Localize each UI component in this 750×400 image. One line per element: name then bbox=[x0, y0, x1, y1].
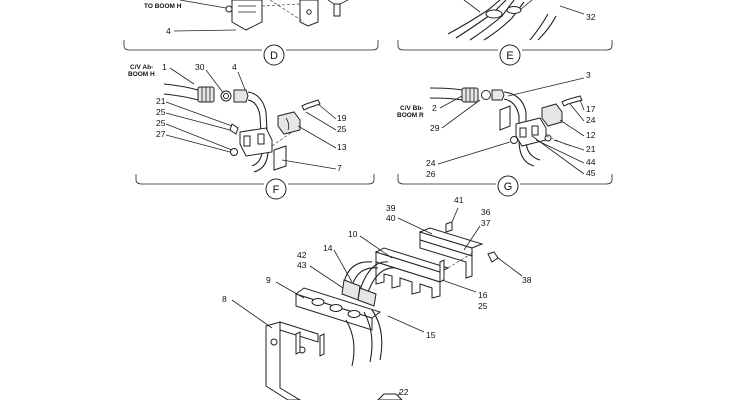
section-letter: F bbox=[273, 184, 280, 196]
caption-to-boom-h: TO BOOM H bbox=[144, 3, 182, 10]
callout-label: 2 bbox=[432, 103, 437, 113]
callout-label: 43 bbox=[297, 260, 307, 270]
callout-label: 4 bbox=[232, 62, 237, 72]
callout-label: 30 bbox=[195, 62, 205, 72]
callout-label: 40 bbox=[386, 213, 396, 223]
callout-label: 25 bbox=[156, 118, 166, 128]
callout-label: 3 bbox=[586, 70, 591, 80]
plate bbox=[499, 105, 511, 131]
caption-cv-ab: C/V Ab- bbox=[130, 64, 153, 71]
bolt bbox=[561, 95, 583, 107]
bottom-bracket bbox=[377, 393, 403, 400]
callout-label: 24 bbox=[586, 115, 596, 125]
callout-label: 16 bbox=[478, 290, 488, 300]
callout-label: 44 bbox=[586, 157, 596, 167]
washer bbox=[225, 5, 233, 13]
callout-label: 19 bbox=[337, 113, 347, 123]
callout-label: 15 bbox=[426, 330, 436, 340]
section-marker-e bbox=[499, 44, 521, 66]
callout-label: 21 bbox=[156, 96, 166, 106]
callout-label: 9 bbox=[266, 275, 271, 285]
callout-label: 39 bbox=[386, 203, 396, 213]
main-assembly: 41 39 40 36 37 38 10 14 42 43 16 25 bbox=[222, 195, 532, 400]
nut bbox=[544, 134, 552, 142]
section-marker-g bbox=[497, 175, 519, 197]
nut bbox=[230, 148, 238, 156]
bolt bbox=[333, 3, 341, 17]
bolt bbox=[229, 123, 239, 135]
callout-label: 25 bbox=[156, 107, 166, 117]
callout-label: 32 bbox=[586, 12, 596, 22]
callout-label: 13 bbox=[337, 142, 347, 152]
caption-boom-r: BOOM R bbox=[397, 112, 424, 119]
screw bbox=[445, 221, 453, 233]
washer bbox=[510, 136, 518, 144]
callout-label: 10 bbox=[348, 229, 358, 239]
plate bbox=[273, 145, 287, 171]
adapter bbox=[233, 89, 249, 103]
callout-label: 36 bbox=[481, 207, 491, 217]
callout-label: 14 bbox=[323, 243, 333, 253]
callout-label: 37 bbox=[481, 218, 491, 228]
callout-label: 22 bbox=[399, 387, 409, 397]
callout-label: 25 bbox=[337, 124, 347, 134]
section-g-detail: C/V Bb- BOOM R 2 29 3 17 24 12 21 bbox=[397, 70, 613, 197]
clamp-half bbox=[541, 103, 563, 127]
adapter bbox=[491, 89, 505, 101]
callout-label: 1 bbox=[162, 62, 167, 72]
callout-label: 29 bbox=[430, 123, 440, 133]
callout-label: 41 bbox=[454, 195, 464, 205]
caption-boom-h: BOOM H bbox=[128, 71, 155, 78]
section-letter: D bbox=[270, 50, 278, 62]
section-marker-d bbox=[263, 44, 285, 66]
callout-label: 24 bbox=[426, 158, 436, 168]
section-e-detail: 32 E bbox=[397, 0, 613, 66]
callout-label: 42 bbox=[297, 250, 307, 260]
section-letter: G bbox=[504, 181, 513, 193]
callout-label: 17 bbox=[586, 104, 596, 114]
o-ring bbox=[481, 90, 491, 100]
caption-cv-bb: C/V Bb- bbox=[400, 105, 423, 112]
fitting bbox=[341, 279, 361, 301]
bolt bbox=[301, 99, 321, 111]
callout-label: 38 bbox=[522, 275, 532, 285]
callout-label: 12 bbox=[586, 130, 596, 140]
callout-label: 25 bbox=[478, 301, 488, 311]
section-marker-f bbox=[265, 178, 287, 200]
bolt bbox=[439, 259, 445, 283]
hose-clamp-block bbox=[231, 0, 263, 31]
section-d-detail: TO BOOM H 4 D bbox=[123, 0, 379, 66]
callout-label: 45 bbox=[586, 168, 596, 178]
callout-label: 27 bbox=[156, 129, 166, 139]
section-letter: E bbox=[506, 50, 513, 62]
callout-label: 21 bbox=[586, 144, 596, 154]
callout-label: 4 bbox=[166, 26, 171, 36]
screw bbox=[487, 251, 499, 263]
callout-label: 26 bbox=[426, 169, 436, 179]
clamp-half bbox=[277, 111, 301, 135]
hose-clamp bbox=[485, 9, 503, 19]
callout-label: 8 bbox=[222, 294, 227, 304]
section-f-detail: C/V Ab- BOOM H 1 30 4 21 25 bbox=[128, 62, 375, 200]
callout-label: 7 bbox=[337, 163, 342, 173]
